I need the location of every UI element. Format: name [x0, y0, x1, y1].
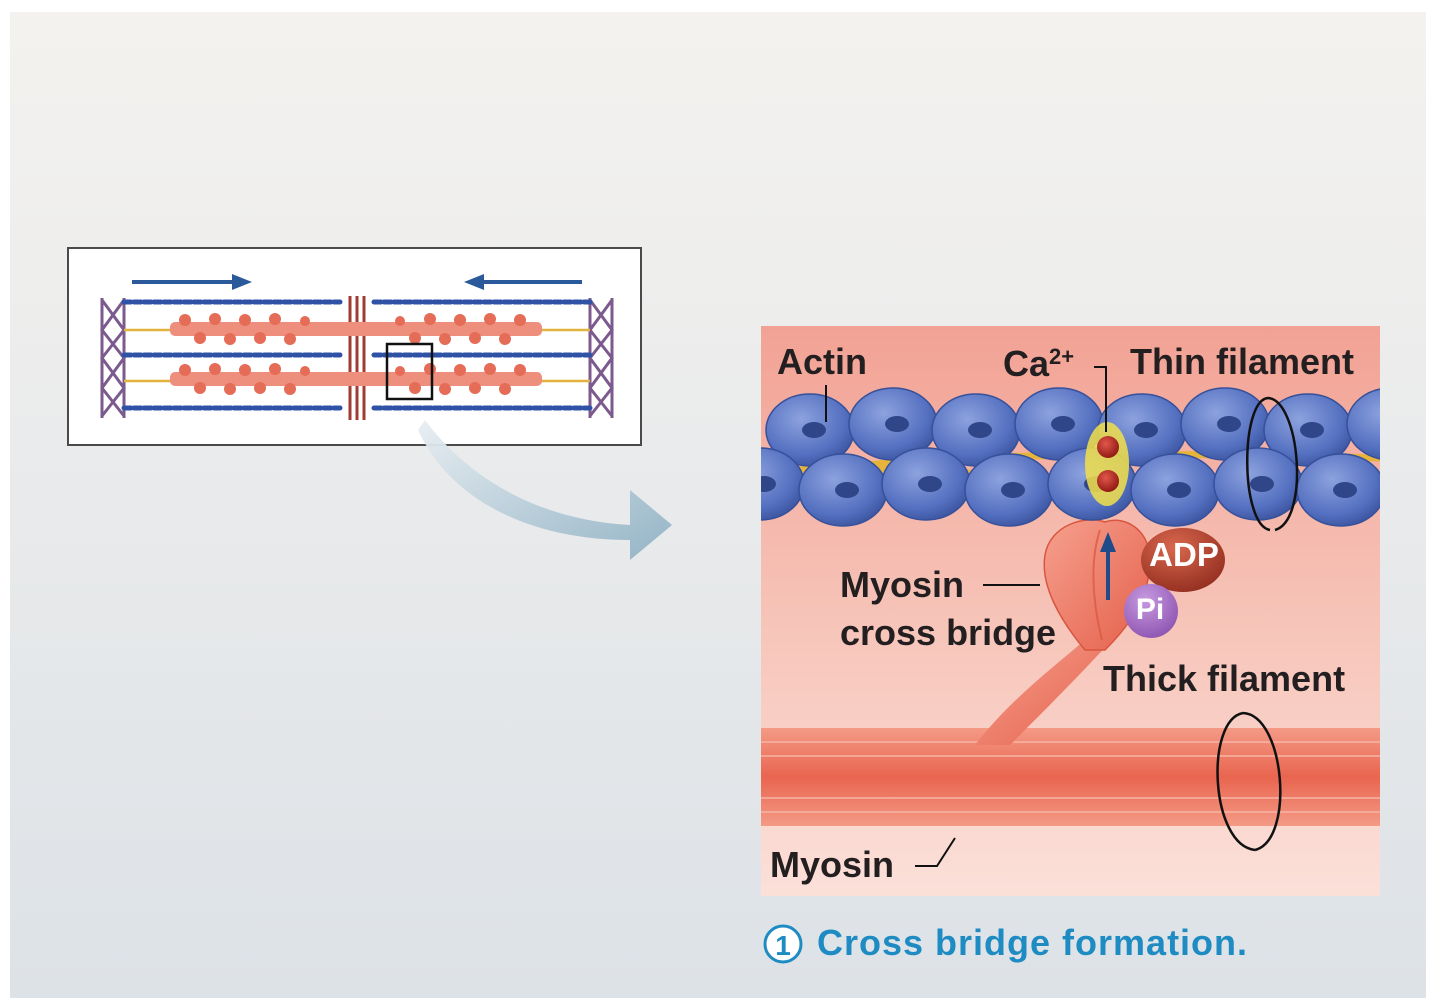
actin-binding-site [1001, 482, 1025, 498]
actin-binding-site [1051, 416, 1075, 432]
m-line [348, 296, 366, 420]
calcium-label: Ca2+ [1003, 343, 1074, 384]
calcium-leader [1094, 366, 1107, 432]
actin-binding-site [968, 422, 992, 438]
power-stroke-arrow [1100, 532, 1116, 600]
thin-filaments-overview [121, 299, 593, 411]
zoom-arrow [418, 420, 672, 560]
zoom-region-box [385, 342, 434, 401]
detail-panel: ADP Pi Actin Ca2+ Thin filament Myosin c… [761, 326, 1380, 896]
myosin-label: Myosin [770, 844, 894, 885]
caption: 1 Cross bridge formation. [763, 922, 1248, 964]
step-number: 1 [775, 930, 791, 961]
contraction-arrow-right [132, 274, 252, 290]
actin-binding-site [761, 476, 776, 492]
calcium-ions [1085, 422, 1129, 506]
adp-molecule: ADP [1141, 528, 1225, 592]
actin-binding-site [1250, 476, 1274, 492]
actin-binding-site [1217, 416, 1241, 432]
myosin-cross-bridge [975, 519, 1151, 745]
z-disc-right [588, 298, 614, 418]
actin-binding-site [1134, 422, 1158, 438]
actin-binding-site [885, 416, 909, 432]
actin-beads [761, 387, 1380, 527]
thick-filament [761, 728, 1380, 826]
actin-binding-site [918, 476, 942, 492]
thick-filament-label: Thick filament [1103, 658, 1345, 699]
myosin-cross-bridge-label-line1: Myosin [840, 564, 964, 605]
thin-filament-label: Thin filament [1130, 341, 1354, 382]
step-number-badge [763, 924, 803, 964]
actin-binding-site [1167, 482, 1191, 498]
myosin-cross-bridge-label-line2: cross bridge [840, 612, 1056, 653]
actin-bead [1346, 388, 1380, 460]
thick-filaments-overview [170, 313, 542, 395]
actin-label: Actin [777, 341, 867, 382]
actin-binding-site [835, 482, 859, 498]
z-disc-left [100, 298, 126, 418]
adp-label: ADP [1149, 536, 1219, 573]
actin-binding-site [1300, 422, 1324, 438]
actin-binding-site [1333, 482, 1357, 498]
sarcomere-overview [67, 247, 642, 446]
pi-molecule: Pi [1124, 584, 1178, 638]
actin-binding-site [802, 422, 826, 438]
caption-text: Cross bridge formation. [817, 922, 1248, 963]
pi-label: Pi [1136, 593, 1164, 626]
thin-filament-bracket [1246, 396, 1299, 532]
myosin-leader [915, 837, 956, 867]
thick-filament-bracket [1216, 711, 1282, 852]
contraction-arrow-left [464, 274, 582, 290]
